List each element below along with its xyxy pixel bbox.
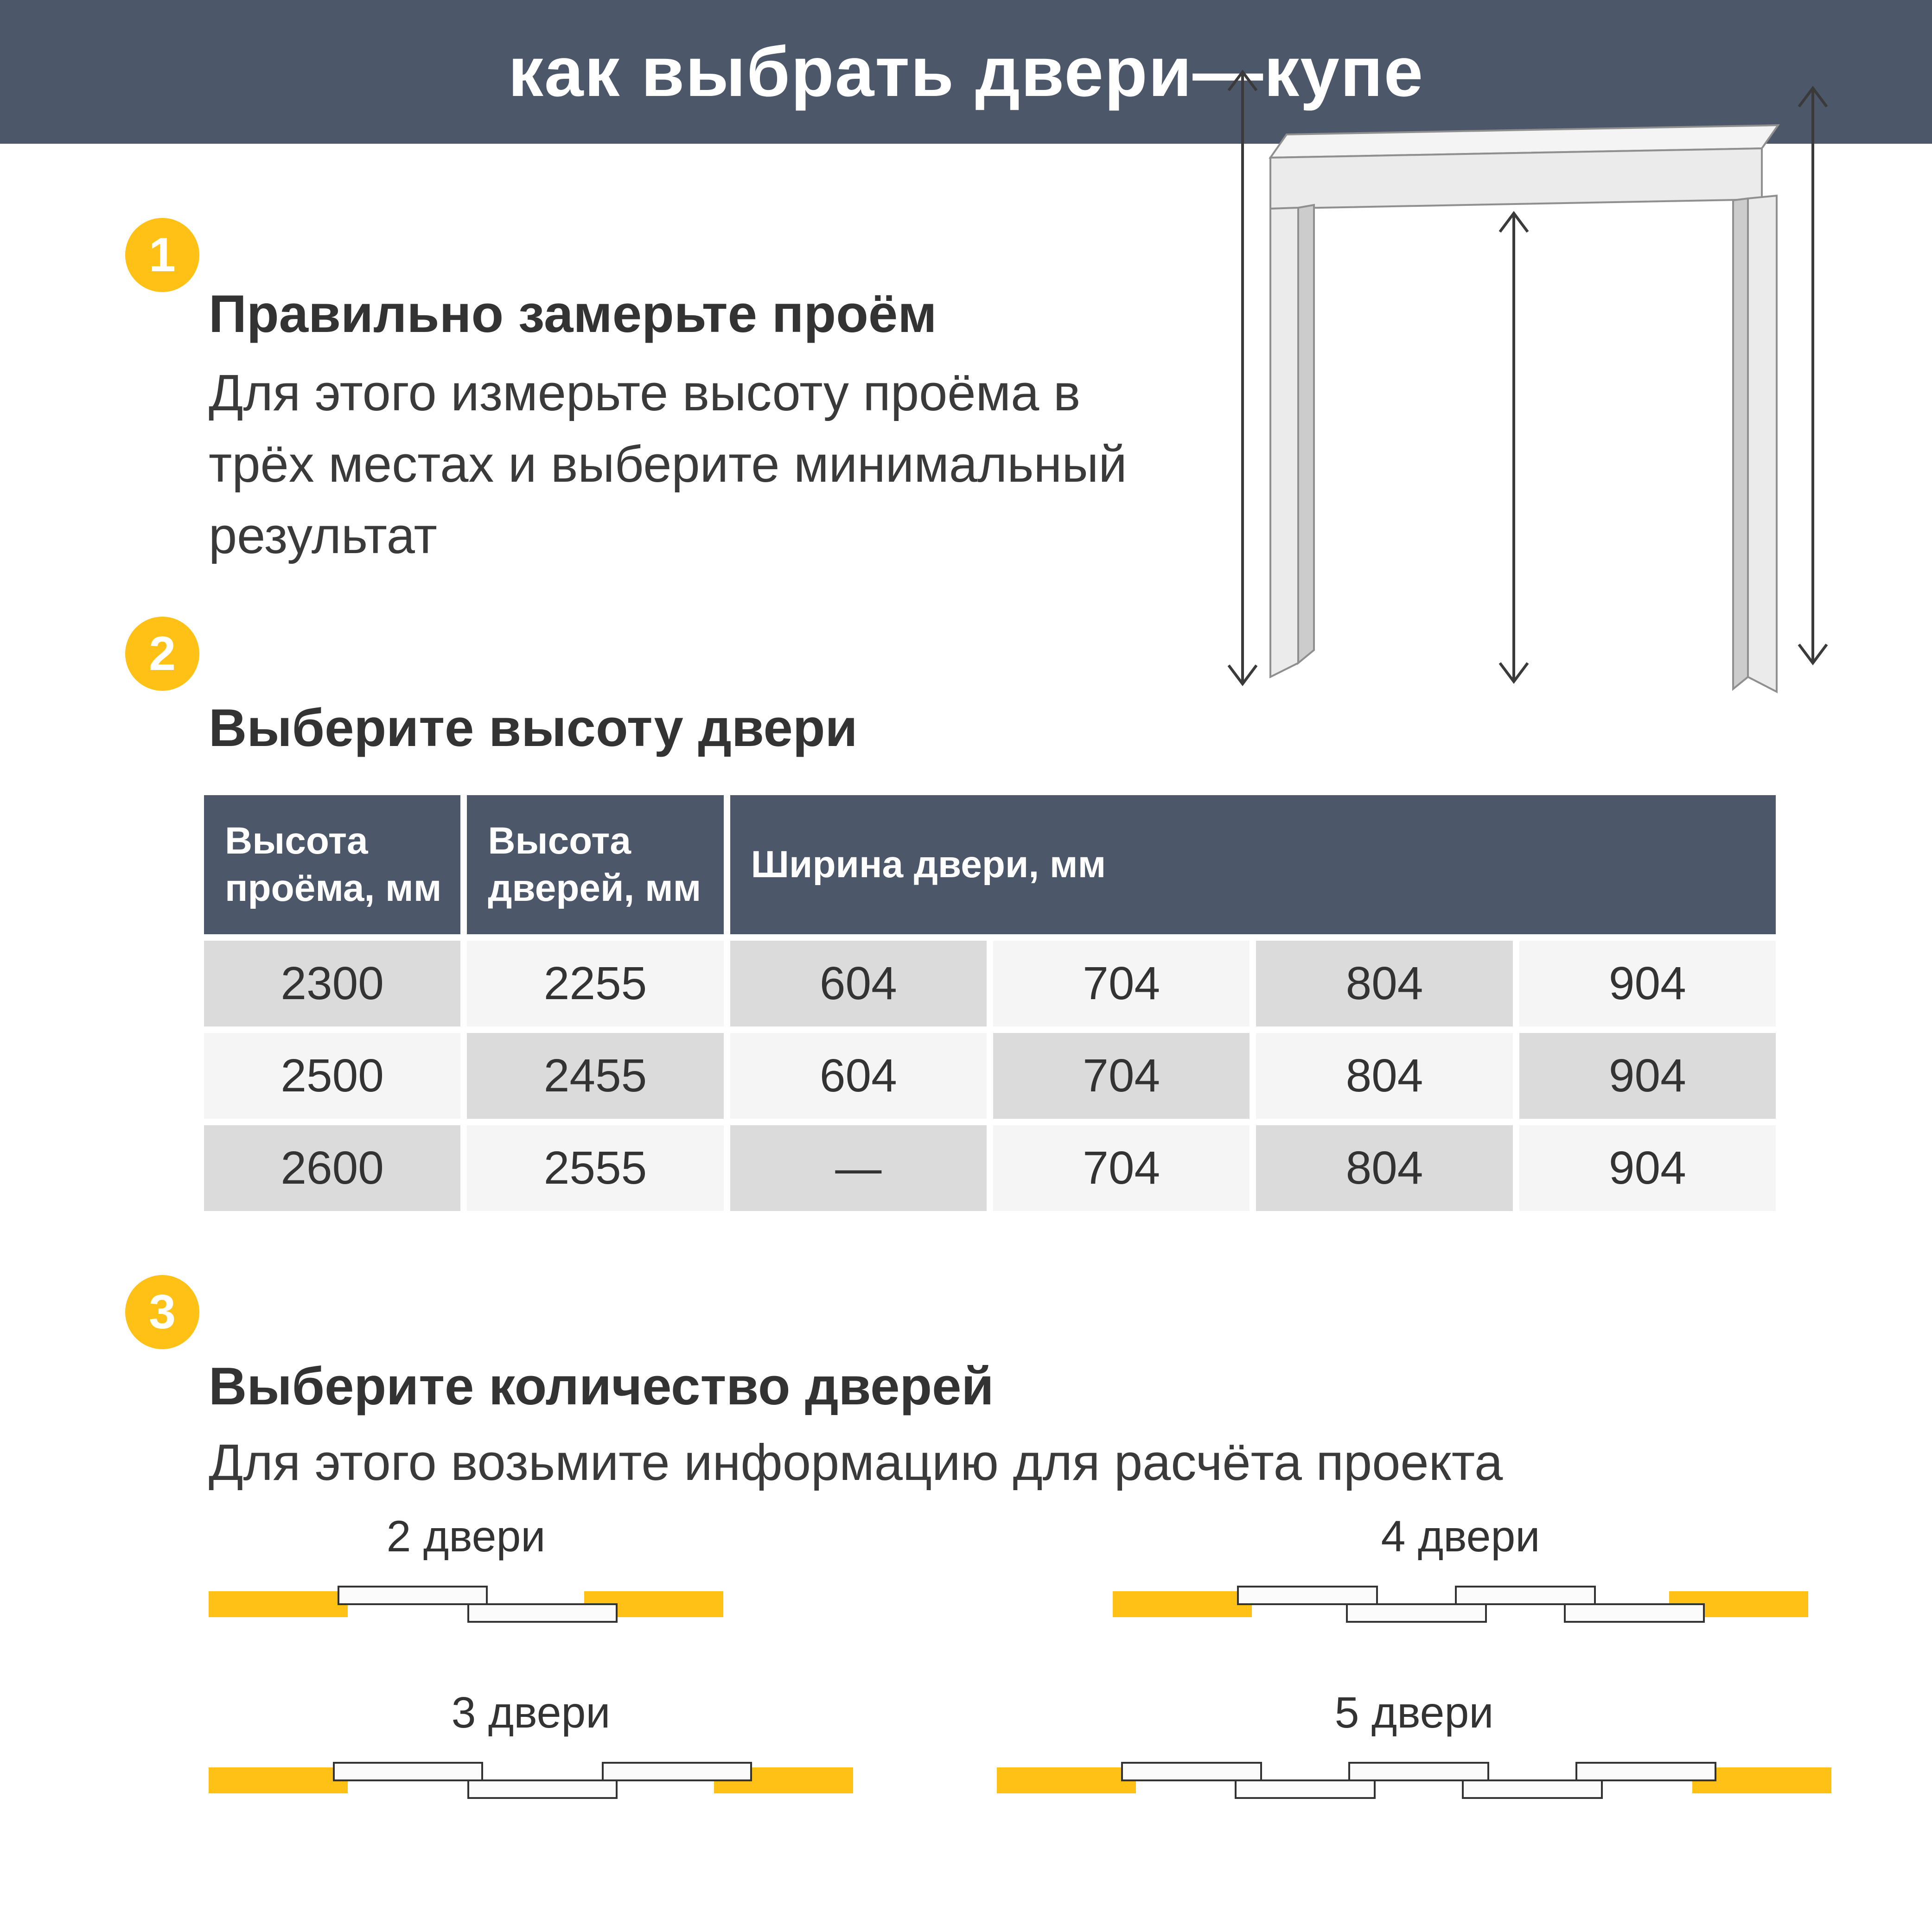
table-cell: 904 — [1519, 941, 1776, 1027]
right-jamb-inner-face — [1732, 197, 1749, 691]
doors-5-label: 5 двери — [1334, 1688, 1494, 1737]
doors-5-diagram — [997, 1762, 1831, 1799]
step-2-number: 2 — [149, 626, 176, 681]
table-cell: 604 — [730, 1033, 987, 1119]
left-jamb-front — [1269, 206, 1299, 679]
title-bar: как выбрать двери—купе — [0, 0, 1932, 144]
table-cell: 704 — [993, 941, 1250, 1027]
doorway-measure-diagram — [1227, 70, 1828, 694]
door-panel — [1564, 1603, 1705, 1623]
lintel-front-face — [1269, 147, 1763, 210]
step-3-body: Для этого возьмите информацию для расчёт… — [209, 1434, 1503, 1491]
table-cell: — — [730, 1125, 987, 1211]
door-panel — [467, 1603, 618, 1623]
right-jamb-front — [1747, 194, 1778, 694]
step-1-number: 1 — [149, 228, 176, 282]
table-cell: 2255 — [467, 941, 724, 1027]
table-header-door-width: Ширина двери, мм — [730, 795, 1776, 934]
table-cell: 2300 — [204, 941, 461, 1027]
table-cell: 804 — [1256, 1125, 1513, 1211]
door-panel — [333, 1762, 483, 1781]
doors-2-diagram — [209, 1586, 723, 1623]
page-title: как выбрать двери—купе — [508, 32, 1424, 111]
step-1-badge: 1 — [125, 218, 199, 292]
step-1-text-block: Правильно замерьте проём Для этого измер… — [209, 284, 1173, 572]
wall-segment-left — [209, 1767, 348, 1793]
table-cell: 804 — [1256, 941, 1513, 1027]
left-jamb-inner-face — [1297, 204, 1315, 665]
wall-segment-left — [209, 1591, 348, 1617]
step-1-heading: Правильно замерьте проём — [209, 285, 937, 344]
door-height-table: Высота проёма, мм Высота дверей, мм Шири… — [204, 795, 1776, 1211]
measure-arrow-middle — [1498, 211, 1529, 684]
table-cell: 2500 — [204, 1033, 461, 1119]
door-panel — [1235, 1779, 1376, 1799]
step-3-badge: 3 — [125, 1275, 199, 1349]
table-cell: 604 — [730, 941, 987, 1027]
table-cell: 904 — [1519, 1033, 1776, 1119]
doors-4-diagram — [1113, 1586, 1808, 1623]
door-panel — [1237, 1586, 1378, 1605]
doors-2-label: 2 двери — [386, 1512, 546, 1561]
door-panel — [467, 1779, 618, 1799]
step-3-heading: Выберите количество дверей — [209, 1357, 994, 1416]
table-header-door-height: Высота дверей, мм — [467, 795, 724, 934]
table-cell: 2555 — [467, 1125, 724, 1211]
measure-arrows — [1227, 70, 1828, 686]
door-panel — [1575, 1762, 1716, 1781]
table-cell: 2600 — [204, 1125, 461, 1211]
step-2-badge: 2 — [125, 617, 199, 691]
step-3-text-block: Выберите количество дверей Для этого воз… — [209, 1356, 1715, 1498]
table-cell: 704 — [993, 1125, 1250, 1211]
table-cell: 804 — [1256, 1033, 1513, 1119]
table-header-opening-height: Высота проёма, мм — [204, 795, 461, 934]
door-panel — [1462, 1779, 1603, 1799]
door-panel — [1455, 1586, 1596, 1605]
step-1-body: Для этого измерьте высоту проёма в трёх … — [209, 364, 1127, 564]
door-panel — [1346, 1603, 1487, 1623]
table-cell: 2455 — [467, 1033, 724, 1119]
wall-segment-left — [997, 1767, 1136, 1793]
doors-4-label: 4 двери — [1381, 1512, 1540, 1561]
doors-3-diagram — [209, 1762, 853, 1799]
door-panel — [602, 1762, 752, 1781]
measure-arrow-right — [1798, 86, 1828, 665]
step-3-number: 3 — [149, 1285, 176, 1339]
table-cell: 704 — [993, 1033, 1250, 1119]
door-panel — [338, 1586, 488, 1605]
table-cell: 904 — [1519, 1125, 1776, 1211]
door-panel — [1121, 1762, 1262, 1781]
door-panel — [1348, 1762, 1489, 1781]
doors-3-label: 3 двери — [451, 1688, 611, 1737]
wall-segment-left — [1113, 1591, 1252, 1617]
step-2-heading: Выберите высоту двери — [209, 699, 858, 758]
measure-arrow-left — [1227, 70, 1258, 686]
